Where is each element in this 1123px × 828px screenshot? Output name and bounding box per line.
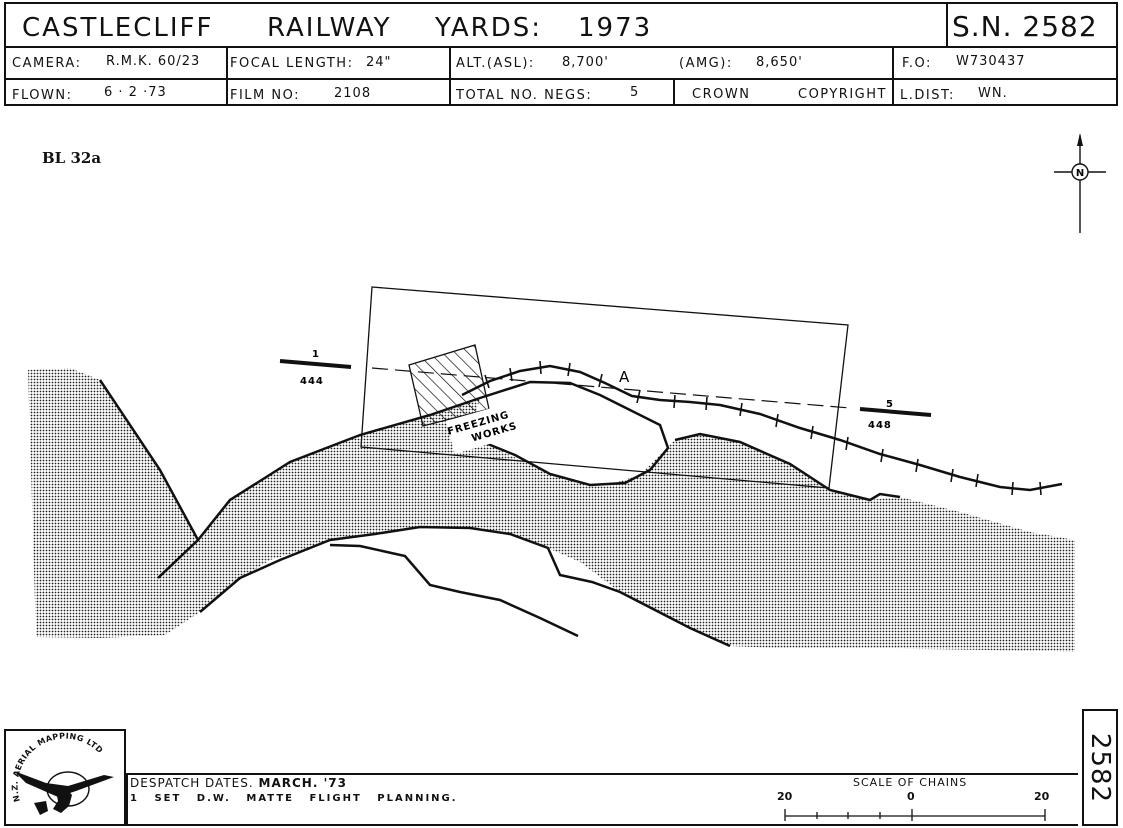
footer-divider — [126, 773, 128, 826]
fo-value: W730437 — [956, 54, 1026, 69]
run-end-number: 5 — [886, 399, 893, 410]
reference-code: BL 32a — [42, 149, 102, 167]
despatch-month: MARCH. '73 — [258, 776, 347, 790]
footer-panel: N.Z. AERIAL MAPPING LTD — [4, 729, 1078, 826]
photo-coverage-frame — [360, 286, 849, 489]
title-name: RAILWAY — [267, 13, 392, 43]
coastline — [329, 543, 579, 638]
header-divider — [892, 46, 894, 106]
camera-value: R.M.K. 60/23 — [106, 54, 201, 69]
coastline — [98, 379, 200, 541]
title-place: CASTLECLIFF — [22, 13, 214, 43]
amg-value: 8,650' — [756, 55, 803, 70]
alt-label: ALT.(ASL): — [456, 56, 535, 71]
header-divider — [449, 46, 451, 106]
title-year: 1973 — [578, 13, 653, 43]
crown-text: CROWN — [692, 87, 751, 102]
railway-ties — [484, 360, 1042, 496]
company-logo: N.Z. AERIAL MAPPING LTD — [4, 729, 126, 826]
focal-label: FOCAL LENGTH: — [230, 56, 354, 71]
fo-label: F.O: — [902, 56, 932, 71]
scale-label-zero: 0 — [907, 790, 915, 803]
amg-label: (AMG): — [679, 56, 733, 71]
north-letter: N — [1076, 168, 1084, 179]
land-area — [28, 368, 1075, 652]
coastline — [674, 432, 901, 502]
header-divider — [946, 4, 948, 46]
point-a-label: A — [619, 368, 630, 386]
footer-divider — [126, 773, 1078, 775]
run-start-number: 1 — [312, 349, 319, 360]
despatch-dates: DESPATCH DATES. MARCH. '73 — [130, 776, 347, 790]
water-bay — [200, 527, 730, 646]
film-label: FILM NO: — [230, 88, 301, 103]
flight-line — [371, 367, 851, 409]
railway-line — [461, 364, 1063, 492]
header-divider — [226, 46, 228, 106]
header-divider — [6, 78, 1116, 80]
footer-divider — [126, 824, 1078, 826]
north-arrow-icon: N — [1054, 133, 1106, 233]
side-number-box: 2582 — [1082, 709, 1118, 826]
header-divider — [6, 46, 1116, 48]
camera-label: CAMERA: — [12, 56, 82, 71]
copyright-text: COPYRIGHT — [798, 87, 887, 102]
header-divider — [673, 78, 675, 106]
focal-value: 24" — [366, 55, 392, 70]
ldist-label: L.DIST: — [900, 88, 955, 103]
scale-label-right: 20 — [1034, 790, 1050, 803]
run-start-negative: 444 — [300, 376, 324, 387]
coastline — [199, 525, 731, 648]
flown-label: FLOWN: — [12, 88, 73, 103]
flown-value: 6 · 2 ·73 — [104, 85, 167, 100]
header-table: CASTLECLIFF RAILWAY YARDS: 1973 S.N. 258… — [4, 2, 1118, 106]
film-value: 2108 — [334, 86, 372, 101]
ldist-value: WN. — [978, 86, 1008, 101]
sortie-number: S.N. 2582 — [952, 10, 1098, 43]
alt-value: 8,700' — [562, 55, 609, 70]
side-number: 2582 — [1085, 732, 1115, 803]
negs-label: TOTAL NO. NEGS: — [456, 88, 593, 103]
despatch-prefix: DESPATCH DATES. — [130, 776, 254, 790]
scale-title: SCALE OF CHAINS — [853, 776, 968, 789]
negs-value: 5 — [630, 85, 640, 100]
aerial-mapping-logo-icon: N.Z. AERIAL MAPPING LTD — [10, 731, 114, 815]
title-yards: YARDS: — [435, 13, 542, 43]
run-end-negative: 448 — [868, 420, 892, 431]
coastline — [157, 380, 670, 579]
scale-label-left: 20 — [777, 790, 793, 803]
run-end-bar — [859, 407, 932, 417]
run-start-bar — [279, 359, 352, 369]
freezing-works-plate — [445, 400, 528, 454]
set-line: 1 SET D.W. MATTE FLIGHT PLANNING. — [130, 793, 458, 804]
